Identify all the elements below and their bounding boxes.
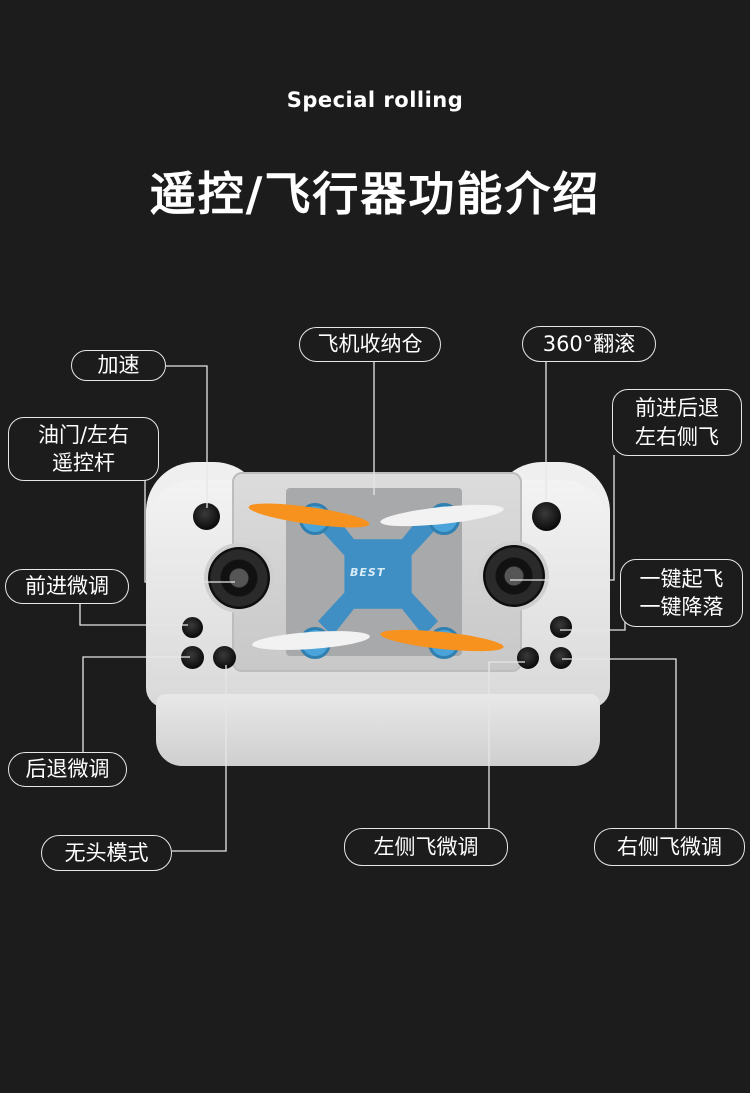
callout-direction-stick: 前进后退 左右侧飞 xyxy=(612,389,742,456)
callout-right-side-trim: 右侧飞微调 xyxy=(594,828,745,866)
callout-backward-trim: 后退微调 xyxy=(8,752,127,787)
flip-button[interactable] xyxy=(532,502,561,531)
callout-throttle-stick: 油门/左右 遥控杆 xyxy=(8,417,159,481)
page-title: 遥控/飞行器功能介绍 xyxy=(149,167,601,221)
callout-storage-bay: 飞机收纳仓 xyxy=(299,327,441,362)
backward-trim-button[interactable] xyxy=(181,646,204,669)
headless-mode-button[interactable] xyxy=(213,646,236,669)
forward-trim-button[interactable] xyxy=(182,617,203,638)
left-joystick[interactable] xyxy=(208,547,270,609)
callout-headless-mode: 无头模式 xyxy=(41,835,172,871)
left-side-trim-button[interactable] xyxy=(517,647,539,669)
callout-forward-trim: 前进微调 xyxy=(5,569,129,604)
callout-flip-360: 360°翻滚 xyxy=(522,326,656,362)
right-side-trim-button[interactable] xyxy=(550,647,572,669)
callout-accelerate: 加速 xyxy=(71,350,166,381)
callout-takeoff-landing: 一键起飞 一键降落 xyxy=(620,559,743,627)
callout-left-side-trim: 左侧飞微调 xyxy=(344,828,508,866)
drone-brand-mark: BEST xyxy=(350,566,386,579)
page-subtitle: Special rolling xyxy=(286,88,464,112)
takeoff-landing-button[interactable] xyxy=(550,616,572,638)
right-joystick[interactable] xyxy=(483,545,545,607)
